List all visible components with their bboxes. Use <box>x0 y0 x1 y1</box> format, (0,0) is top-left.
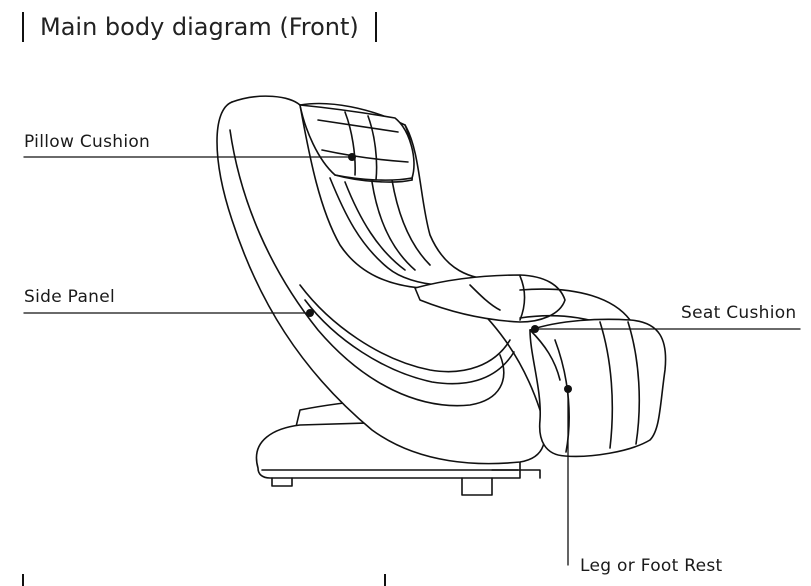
side-panel-pointer-dot <box>306 309 314 317</box>
side-panel <box>216 95 546 465</box>
leader-lines <box>23 156 801 566</box>
title-right-bar <box>374 12 377 42</box>
title-bar: Main body diagram (Front) <box>22 10 377 44</box>
backrest <box>299 102 501 289</box>
leader-dots <box>306 153 572 393</box>
label-pillow-cushion: Pillow Cushion <box>24 132 151 152</box>
leg-pointer-dot <box>564 385 572 393</box>
label-side-panel: Side Panel <box>24 287 116 307</box>
page-title: Main body diagram (Front) <box>40 13 359 41</box>
label-leg-foot-rest: Leg or Foot Rest <box>580 556 723 576</box>
label-seat-cushion: Seat Cushion <box>681 303 797 323</box>
seat-pointer-dot <box>531 325 539 333</box>
bottom-left-bar <box>22 574 24 586</box>
title-left-bar <box>22 12 24 42</box>
pillow-cushion <box>299 104 415 183</box>
pillow-pointer-dot <box>348 153 356 161</box>
leg-foot-rest <box>529 318 667 458</box>
bottom-right-bar <box>384 574 386 586</box>
